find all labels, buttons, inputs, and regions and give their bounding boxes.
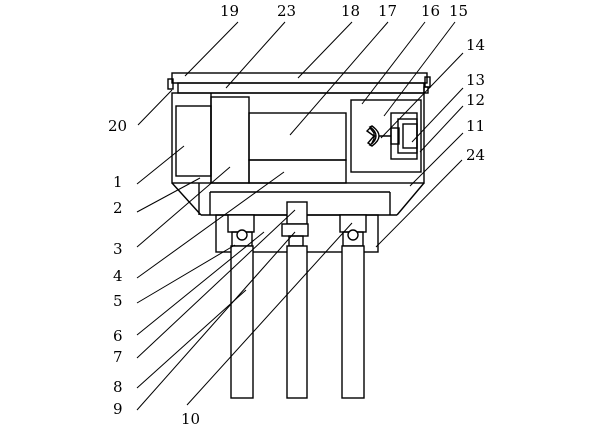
label-11: 11 xyxy=(466,117,485,135)
part-labels: 19 23 18 17 16 15 14 13 12 11 24 20 1 2 … xyxy=(108,2,485,428)
left-compartment xyxy=(175,93,212,183)
label-12: 12 xyxy=(466,91,485,109)
label-3: 3 xyxy=(113,240,123,258)
label-7: 7 xyxy=(113,348,123,366)
label-19: 19 xyxy=(220,2,239,20)
label-24: 24 xyxy=(466,146,485,164)
label-20: 20 xyxy=(108,117,127,135)
right-roller-block xyxy=(339,214,367,247)
vertical-rods xyxy=(230,245,365,399)
label-23: 23 xyxy=(277,2,296,20)
label-5: 5 xyxy=(113,292,123,310)
label-10: 10 xyxy=(181,410,200,428)
label-2: 2 xyxy=(113,199,123,217)
right-compartment xyxy=(350,99,422,173)
side-hinge xyxy=(167,76,431,94)
vertical-column xyxy=(210,96,250,184)
label-13: 13 xyxy=(466,71,485,89)
middle-clamp-block xyxy=(281,201,309,247)
label-14: 14 xyxy=(466,36,485,54)
label-6: 6 xyxy=(113,327,123,345)
fan-blade-icon xyxy=(365,125,380,147)
label-18: 18 xyxy=(341,2,360,20)
label-8: 8 xyxy=(113,378,123,396)
label-15: 15 xyxy=(449,2,468,20)
leader-lines xyxy=(136,21,464,411)
label-1: 1 xyxy=(113,173,123,191)
label-17: 17 xyxy=(378,2,397,20)
left-roller-block xyxy=(227,214,255,247)
label-16: 16 xyxy=(421,2,440,20)
central-block xyxy=(248,112,347,184)
label-9: 9 xyxy=(113,400,123,418)
label-4: 4 xyxy=(113,267,123,285)
